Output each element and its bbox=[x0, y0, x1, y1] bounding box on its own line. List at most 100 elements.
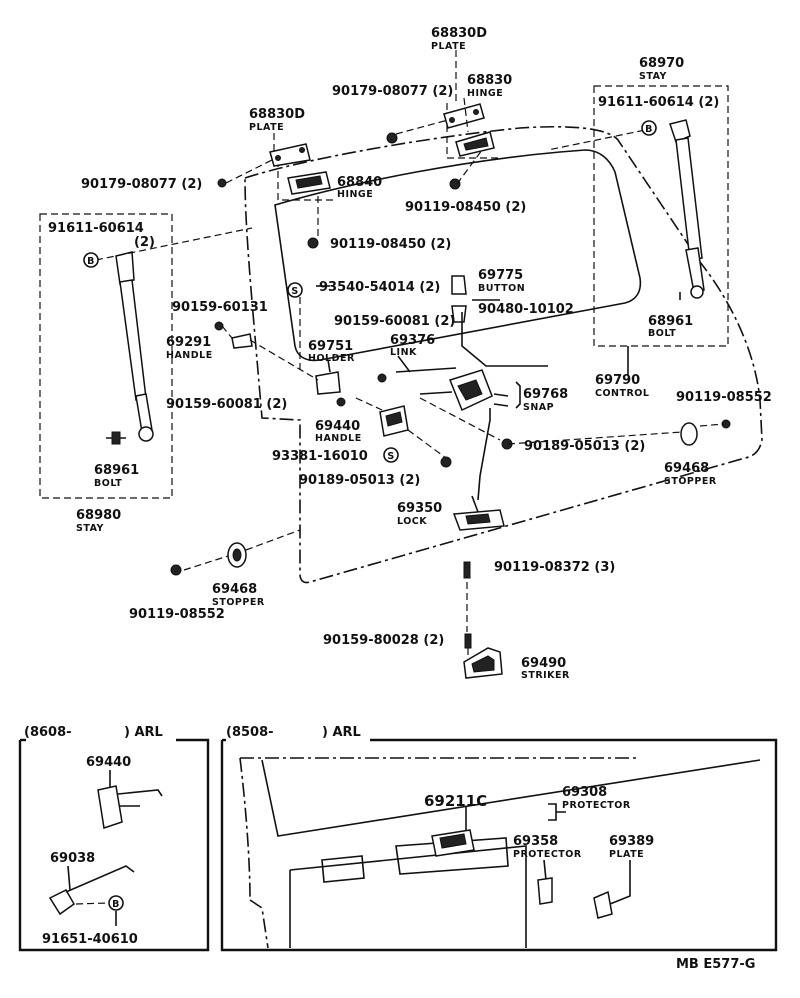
stay-left-drawing bbox=[106, 251, 154, 445]
fastener-label: 90189-05013 (2) bbox=[524, 439, 645, 454]
fastener-labels: 90179-08077 (2) 90179-08077 (2) 90119-08… bbox=[48, 84, 772, 648]
fastener-label: 90159-60081 (2) bbox=[334, 314, 455, 329]
callout-stay-left-name: STAY bbox=[76, 523, 104, 534]
callout-bolt-left-number: 68961 bbox=[94, 463, 139, 478]
callout-stopper-right-name: STOPPER bbox=[664, 476, 717, 487]
callout-button-name: BUTTON bbox=[478, 283, 525, 294]
inset-right-heading-open: (8508- bbox=[226, 725, 274, 740]
stopper-left-drawing bbox=[227, 542, 247, 568]
button-drawing bbox=[451, 275, 467, 323]
callout-bolt-right-name: BOLT bbox=[648, 328, 676, 339]
callout-handle-69440-number: 69440 bbox=[315, 419, 360, 434]
callout-hinge-right-name: HINGE bbox=[467, 88, 503, 99]
callout-holder-name: HOLDER bbox=[308, 353, 355, 364]
inset-right-part-c-name: PROTECTOR bbox=[513, 849, 582, 860]
callout-bolt-left-name: BOLT bbox=[94, 478, 122, 489]
callout-labels: 68830D PLATE 68830 HINGE 68970 STAY 6883… bbox=[76, 26, 717, 681]
callout-stopper-right-number: 69468 bbox=[664, 461, 709, 476]
hinge-left-drawing bbox=[277, 160, 336, 201]
inset-right-heading-close: ) ARL bbox=[322, 725, 361, 740]
callout-hinge-left-number: 68840 bbox=[337, 175, 382, 190]
fastener-label: 90189-05013 (2) bbox=[299, 473, 420, 488]
inset-left-part-b: 69038 bbox=[50, 851, 95, 866]
stay-left-box bbox=[39, 213, 173, 499]
inset-right-part-b-number: 69308 bbox=[562, 785, 607, 800]
inset-right-part-d-name: PLATE bbox=[609, 849, 644, 860]
callout-button-number: 69775 bbox=[478, 268, 523, 283]
fastener-label: 93540-54014 (2) bbox=[319, 280, 440, 295]
inset-left-part-a: 69440 bbox=[86, 755, 131, 770]
fastener-label: 90159-80028 (2) bbox=[323, 633, 444, 648]
callout-handle-69291-number: 69291 bbox=[166, 335, 211, 350]
callout-stopper-left-number: 69468 bbox=[212, 582, 257, 597]
plate-right-drawing bbox=[443, 103, 485, 129]
callout-handle-69291-name: HANDLE bbox=[166, 350, 213, 361]
callout-stay-right-name: STAY bbox=[639, 71, 667, 82]
callout-snap-number: 69768 bbox=[523, 387, 568, 402]
fastener-label: 90179-08077 (2) bbox=[332, 84, 453, 99]
back-door-outline bbox=[244, 125, 763, 584]
inset-left: (8608- ) ARL 69440 69038 91651-40610 bbox=[18, 725, 210, 952]
fastener-label: 90119-08372 (3) bbox=[494, 560, 615, 575]
fastener-label: 90119-08450 (2) bbox=[405, 200, 526, 215]
inset-left-heading-open: (8608- bbox=[24, 725, 72, 740]
fastener-label: 90480-10102 bbox=[478, 302, 574, 317]
callout-plate-top-right-name: PLATE bbox=[431, 41, 466, 52]
inset-handle-drawing bbox=[97, 785, 123, 829]
fastener-label: 90119-08552 bbox=[676, 390, 772, 405]
marker-b-left: B bbox=[87, 256, 95, 267]
inset-right-part-d-number: 69389 bbox=[609, 834, 654, 849]
callout-stay-right-number: 68970 bbox=[639, 56, 684, 71]
callout-stopper-left-name: STOPPER bbox=[212, 597, 265, 608]
fastener-symbols bbox=[170, 132, 731, 649]
holder-drawing bbox=[315, 371, 341, 395]
inset-right-part-a: 69211C bbox=[424, 792, 487, 810]
fastener-label: 91611-60614 (2) bbox=[598, 95, 719, 110]
inset-protector-drawing bbox=[537, 877, 553, 905]
inset-right: (8508- ) ARL 69211C 69308 PROTECTOR 6935… bbox=[220, 725, 778, 952]
fastener-label: 90159-60081 (2) bbox=[166, 397, 287, 412]
callout-control-number: 69790 bbox=[595, 373, 640, 388]
inset-right-part-b-name: PROTECTOR bbox=[562, 800, 631, 811]
inset-left-heading-close: ) ARL bbox=[124, 725, 163, 740]
callout-control-name: CONTROL bbox=[595, 388, 649, 399]
stopper-right-drawing bbox=[680, 422, 698, 446]
striker-drawing bbox=[463, 647, 503, 679]
fastener-label: 90119-08450 (2) bbox=[330, 237, 451, 252]
fastener-label: 90119-08552 bbox=[129, 607, 225, 622]
marker-b-inset: B bbox=[112, 899, 120, 910]
marker-s-upper: S bbox=[291, 286, 298, 297]
inset-link-drawing bbox=[48, 889, 75, 916]
hinge-right-drawing bbox=[446, 103, 498, 159]
callout-link-number: 69376 bbox=[390, 333, 435, 348]
diagram-code: MB E577-G bbox=[676, 957, 755, 972]
marker-s-lower: S bbox=[387, 451, 394, 462]
fastener-label: 91611-60614 bbox=[48, 221, 144, 236]
callout-link-name: LINK bbox=[390, 347, 417, 358]
callout-bolt-right-number: 68961 bbox=[648, 314, 693, 329]
plate-left-drawing bbox=[269, 143, 311, 167]
stay-right-drawing bbox=[669, 119, 705, 299]
callout-snap-name: SNAP bbox=[523, 402, 554, 413]
callout-plate-top-right-number: 68830D bbox=[431, 26, 487, 41]
callout-handle-69440-name: HANDLE bbox=[315, 433, 362, 444]
leader-lines bbox=[95, 50, 725, 660]
control-mechanism-drawing bbox=[395, 312, 548, 501]
callout-lock-number: 69350 bbox=[397, 501, 442, 516]
handle-69440-drawing bbox=[379, 405, 409, 437]
inset-right-part-c-number: 69358 bbox=[513, 834, 558, 849]
callout-striker-name: STRIKER bbox=[521, 670, 570, 681]
lock-drawing bbox=[452, 495, 505, 531]
callout-hinge-right-number: 68830 bbox=[467, 73, 512, 88]
marker-symbols: B B S S B bbox=[83, 120, 657, 911]
callout-holder-number: 69751 bbox=[308, 339, 353, 354]
inset-left-fastener: 91651-40610 bbox=[42, 932, 138, 947]
stay-right-box bbox=[593, 85, 729, 347]
callout-lock-name: LOCK bbox=[397, 516, 427, 527]
fastener-label: 90159-60131 bbox=[172, 300, 268, 315]
callout-hinge-left-name: HINGE bbox=[337, 189, 373, 200]
callout-plate-left-number: 68830D bbox=[249, 107, 305, 122]
marker-b-right: B bbox=[645, 124, 653, 135]
fastener-label: 93381-16010 bbox=[272, 449, 368, 464]
